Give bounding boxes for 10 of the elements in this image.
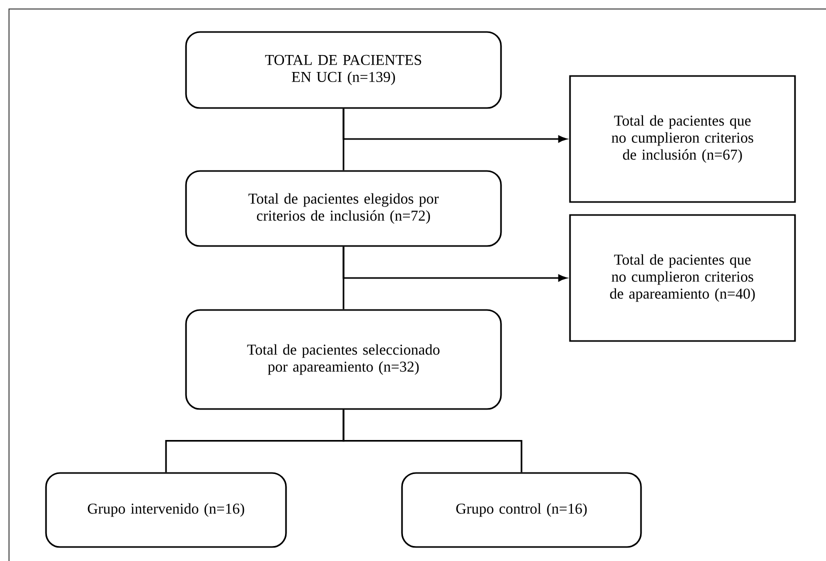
rounded-box: Grupo control (n=16) [401, 472, 642, 548]
rounded-box: Grupo intervenido (n=16) [45, 472, 287, 548]
rounded-box: Total de pacientes seleccionado por apareamiento (n=32) [185, 309, 502, 410]
connector [342, 246, 567, 282]
box: Total de pacientes que no cumplieron criterios de apareamiento (n=40) [569, 214, 796, 342]
rounded-box: Total de pacientes elegidos por criterios de inclusión (n=72) [185, 170, 502, 247]
connector [342, 108, 567, 142]
rounded-box: TOTAL DE PACIENTES EN UCI (n=139) [185, 31, 502, 109]
box: Total de pacientes que no cumplieron criterios de inclusión (n=67) [569, 75, 796, 203]
connector [342, 410, 522, 472]
